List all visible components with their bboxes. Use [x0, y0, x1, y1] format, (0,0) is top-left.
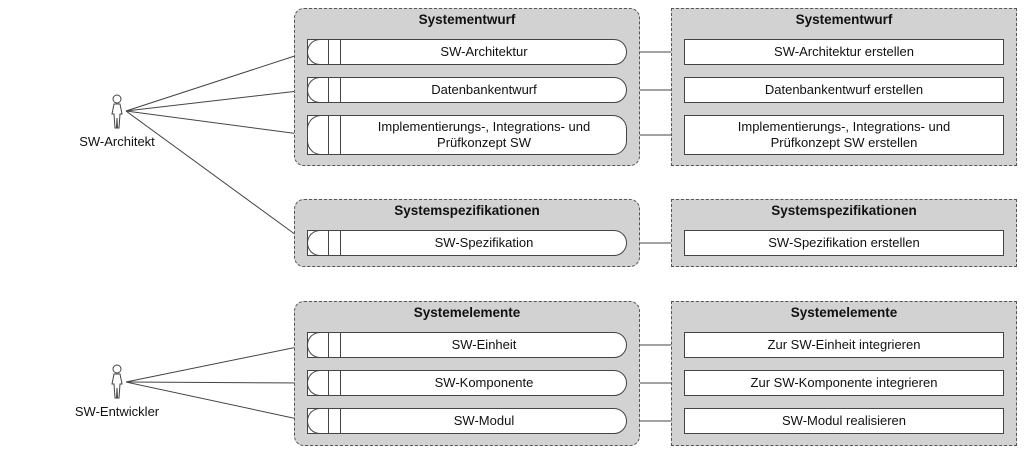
activity-pruefkonzept-erstellen: Implementierungs-, Integrations- und Prü…: [684, 115, 1004, 155]
activity-label: Implementierungs-, Integrations- und Prü…: [737, 119, 951, 150]
actor-name: SW-Entwickler: [74, 404, 160, 419]
artifact-head: [307, 39, 322, 65]
artifact-pruefkonzept: Implementierungs-, Integrations- und Prü…: [307, 115, 627, 155]
activity-label: Zur SW-Komponente integrieren: [750, 375, 938, 391]
stick-figure-icon: [111, 94, 123, 129]
artifact-label: SW-Architektur: [440, 44, 528, 60]
activity-sw-architektur-erstellen: SW-Architektur erstellen: [684, 39, 1004, 65]
activity-datenbankentwurf-erstellen: Datenbankentwurf erstellen: [684, 77, 1004, 103]
activity-sw-modul-realisieren: SW-Modul realisieren: [684, 408, 1004, 434]
artifact-label: SW-Spezifikation: [434, 235, 534, 251]
artifact-label: Implementierungs-, Integrations- und Prü…: [377, 119, 591, 150]
artifact-head: [307, 77, 322, 103]
artifact-label: Datenbankentwurf: [431, 82, 537, 98]
artifact-sw-modul: SW-Modul: [307, 408, 627, 434]
artifact-label: SW-Komponente: [434, 375, 534, 391]
artifact-head: [307, 370, 322, 396]
group-title: Systemelemente: [790, 305, 898, 320]
artifact-head: [307, 332, 322, 358]
artifact-head: [307, 115, 322, 155]
artifact-sw-komponente: SW-Komponente: [307, 370, 627, 396]
artifact-label: SW-Einheit: [451, 337, 517, 353]
group-title: Systemelemente: [413, 305, 521, 320]
activity-label: Datenbankentwurf erstellen: [764, 82, 924, 98]
artifact-datenbankentwurf: Datenbankentwurf: [307, 77, 627, 103]
activity-label: SW-Spezifikation erstellen: [768, 235, 920, 251]
artifact-sw-einheit: SW-Einheit: [307, 332, 627, 358]
activity-label: SW-Architektur erstellen: [774, 44, 914, 60]
actor-name: SW-Architekt: [79, 134, 155, 149]
activity-label: Zur SW-Einheit integrieren: [767, 337, 921, 353]
artifact-sw-spezifikation: SW-Spezifikation: [307, 230, 627, 256]
artifact-head: [307, 408, 322, 434]
group-title: Systementwurf: [418, 12, 516, 27]
stick-figure-icon: [111, 364, 123, 399]
activity-label: SW-Modul realisieren: [781, 413, 907, 429]
activity-zur-sw-komponente-integrieren: Zur SW-Komponente integrieren: [684, 370, 1004, 396]
artifact-label: SW-Modul: [453, 413, 515, 429]
artifact-sw-architektur: SW-Architektur: [307, 39, 627, 65]
actor-sw-entwickler: SW-Entwickler: [57, 364, 177, 419]
group-title: Systemspezifikationen: [771, 203, 917, 218]
group-title: Systemspezifikationen: [394, 203, 540, 218]
group-title: Systementwurf: [795, 12, 893, 27]
actor-sw-architekt: SW-Architekt: [57, 94, 177, 149]
activity-sw-spezifikation-erstellen: SW-Spezifikation erstellen: [684, 230, 1004, 256]
activity-zur-sw-einheit-integrieren: Zur SW-Einheit integrieren: [684, 332, 1004, 358]
artifact-head: [307, 230, 322, 256]
